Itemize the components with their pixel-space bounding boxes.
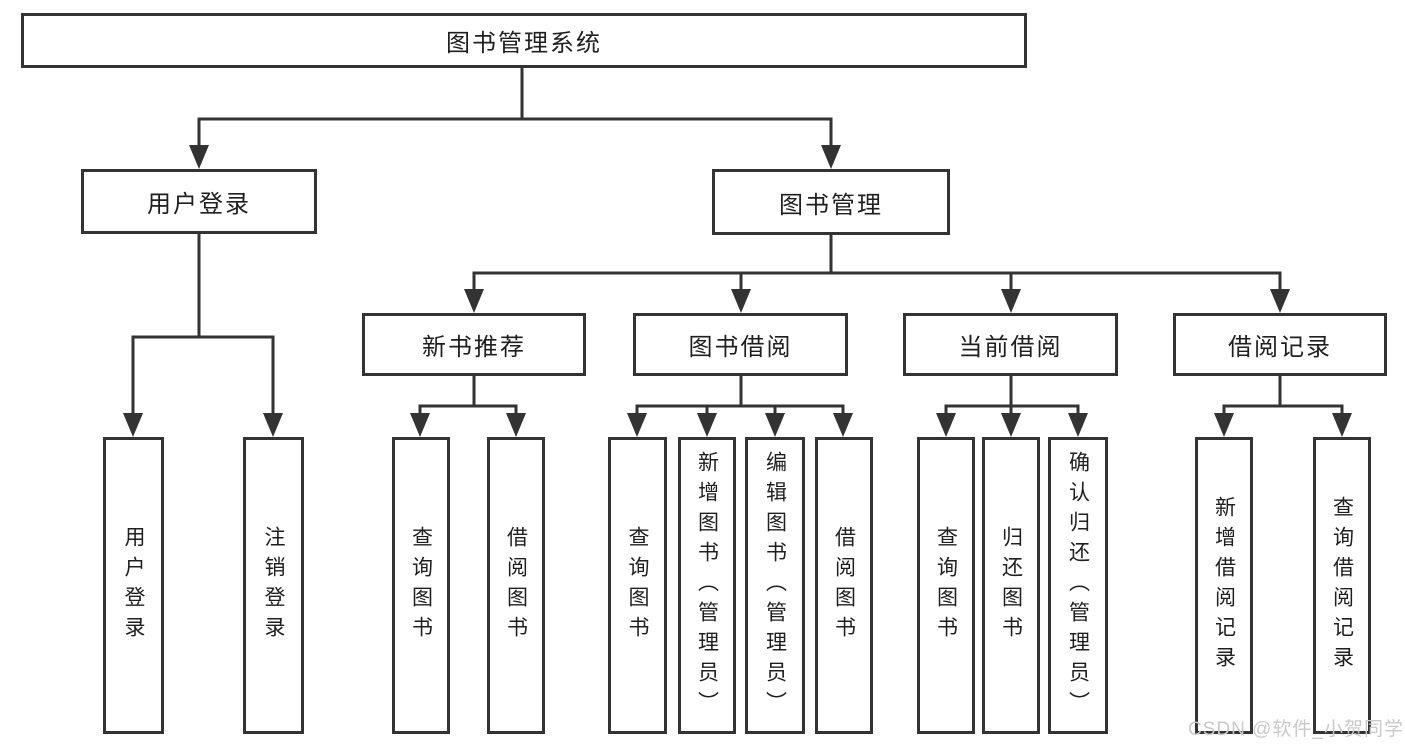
leaf-cb-confirm-return-admin: 确认归还（管理员） (1048, 437, 1108, 734)
leaf-bb-borrow-books: 借阅图书 (815, 437, 873, 734)
leaf-nb-query-books: 查询图书 (392, 437, 450, 734)
leaf-bb-add-book-admin: 新增图书（管理员） (678, 437, 736, 734)
leaf-cb-query-books: 查询图书 (917, 437, 975, 734)
node-book-borrow: 图书借阅 (633, 313, 848, 376)
node-book-mgmt: 图书管理 (712, 169, 950, 235)
leaf-logout: 注销登录 (243, 437, 304, 734)
leaf-br-add-record: 新增借阅记录 (1195, 437, 1253, 734)
leaf-user-login: 用户登录 (103, 437, 164, 734)
node-root: 图书管理系统 (21, 13, 1027, 68)
watermark: CSDN @软件_小贺同学 (1188, 719, 1404, 740)
node-borrow-records: 借阅记录 (1173, 313, 1387, 376)
leaf-bb-query-books: 查询图书 (608, 437, 667, 734)
leaf-cb-return-books: 归还图书 (982, 437, 1040, 734)
node-current-borrow: 当前借阅 (903, 313, 1118, 376)
leaf-nb-borrow-books: 借阅图书 (487, 437, 545, 734)
leaf-br-query-record: 查询借阅记录 (1313, 437, 1371, 734)
leaf-bb-edit-book-admin: 编辑图书（管理员） (745, 437, 805, 734)
node-new-book-recommend: 新书推荐 (362, 313, 586, 376)
node-user-login: 用户登录 (81, 169, 317, 234)
